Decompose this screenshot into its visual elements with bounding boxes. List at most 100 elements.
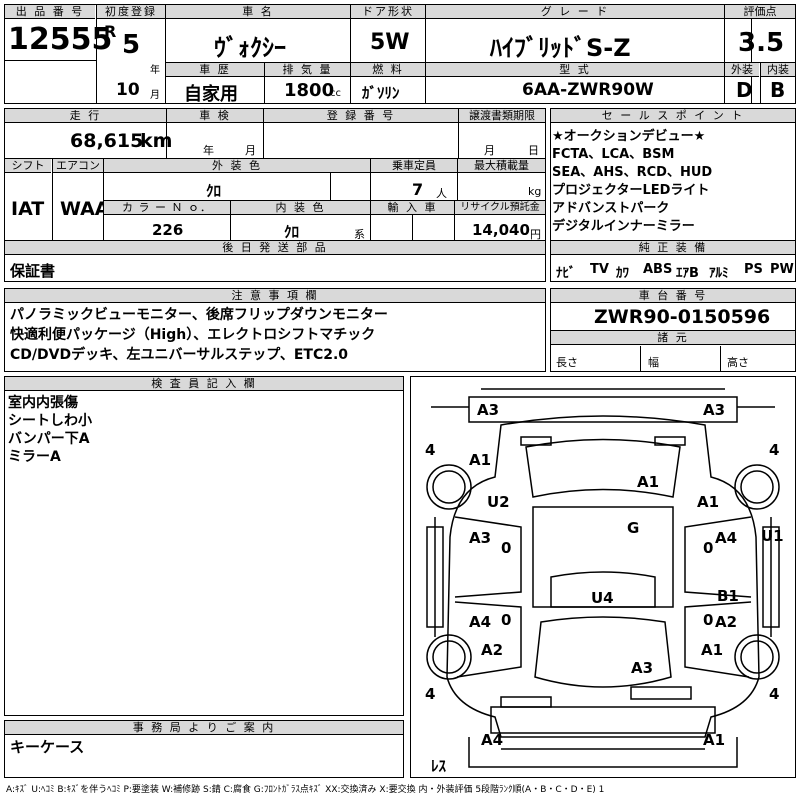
damage-mark: A4 [481, 731, 503, 749]
year-unit: 年 [150, 65, 160, 76]
damage-mark: G [627, 519, 639, 537]
sales-line: FCTA、LCA、BSM [552, 147, 675, 162]
door-type: 5W [370, 30, 410, 55]
damage-mark: U1 [761, 527, 784, 545]
damage-mark: 4 [425, 441, 435, 459]
equip-item: ﾅﾋﾞ [556, 266, 576, 281]
mileage-label: 走 行 [5, 109, 166, 123]
sales-line: ★オークションデビュー★ [552, 129, 706, 144]
chassis-label: 車 台 番 号 [551, 289, 795, 303]
colorno-label: カ ラ ー Ｎ ｏ． [104, 201, 230, 215]
import-label: 輸 入 車 [371, 201, 454, 215]
equip-item: PS [744, 262, 763, 277]
damage-mark: A2 [481, 641, 503, 659]
damage-mark: A1 [703, 731, 725, 749]
notes-line: 快適利便パッケージ（High）、エレクトロシフトマチック [10, 327, 376, 343]
equip-item: ｶﾜ [616, 266, 629, 281]
ac: WAA [60, 198, 110, 220]
sales-block [550, 108, 796, 282]
damage-mark: A1 [701, 641, 723, 659]
ext-grade-label: 外装 [725, 63, 759, 77]
mileage: 68,615 [70, 130, 144, 152]
recycle-label: リサイクル預託金 [455, 201, 545, 215]
lot-number: 12555 [8, 22, 113, 57]
inspector-block [4, 376, 404, 716]
damage-mark: A4 [715, 529, 737, 547]
later-parts-label: 後 日 発 送 部 品 [5, 241, 545, 255]
damage-mark: A3 [477, 401, 499, 419]
width-label: 幅 [648, 356, 659, 369]
displacement: 1800 [284, 80, 335, 101]
recycle-deposit: 14,040 [472, 221, 530, 239]
notes-line: CD/DVDデッキ、左ユニバーサルステップ、ETC2.0 [10, 347, 349, 363]
detail-block [4, 108, 546, 282]
office-label: 事 務 局 よ り ご 案 内 [5, 721, 403, 735]
damage-mark: A1 [697, 493, 719, 511]
int-grade: B [770, 78, 786, 102]
car-outline: 0 0 0 0 A3 A3 4 4 A1 A1 U2 A1 G A3 A4 U1… [425, 388, 784, 775]
svg-text:0: 0 [501, 539, 511, 557]
damage-mark: A4 [469, 613, 491, 631]
disp-unit: cc [330, 88, 341, 99]
transfer-label: 譲渡書類期限 [459, 109, 545, 123]
first-reg-label: 初度登録 [97, 5, 165, 19]
sales-label: セ ー ル ス ポ イ ン ト [551, 109, 795, 123]
chassis-number: ZWR90-0150596 [594, 306, 771, 328]
inspector-line: 室内内張傷 [8, 395, 78, 411]
ext-grade: D [736, 78, 753, 102]
office-block [4, 720, 404, 778]
era: R [104, 22, 117, 41]
transfer-month: 月 [484, 144, 495, 157]
sales-line: SEA、AHS、RCD、HUD [552, 165, 713, 180]
equip-item: ABS [643, 262, 673, 277]
damage-mark: 4 [769, 685, 779, 703]
equip-item: PW [770, 262, 794, 277]
equip-item: ｴｱB [676, 266, 699, 281]
recycle-unit: 円 [530, 228, 541, 241]
color-label: 外 装 色 [104, 159, 370, 173]
sales-line: プロジェクターLEDライト [552, 183, 710, 198]
svg-text:0: 0 [703, 539, 713, 557]
sales-line: アドバンストパーク [552, 201, 670, 216]
dims-label: 諸 元 [551, 331, 795, 345]
office-line: キーケース [10, 738, 85, 756]
svg-text:0: 0 [703, 611, 713, 629]
damage-mark: U2 [487, 493, 510, 511]
load-unit: kg [528, 185, 542, 198]
legend: A:ｷｽﾞ U:ﾍｺﾐ B:ｷｽﾞを伴うﾍｺﾐ P:要塗装 W:補修跡 S:錆 … [6, 785, 605, 795]
reg-month: 10 [116, 80, 140, 100]
damage-mark: A3 [469, 529, 491, 547]
height-label: 高さ [727, 356, 749, 369]
shift-label: シフト [5, 159, 51, 173]
model-label: 型 式 [426, 63, 724, 77]
color-number: 226 [152, 221, 184, 239]
shaken-label: 車 検 [167, 109, 263, 123]
seats-label: 乗車定員 [371, 159, 457, 173]
damage-diagram: 0 0 0 0 A3 A3 4 4 A1 A1 U2 A1 G A3 A4 U1… [410, 376, 796, 778]
header-block [4, 4, 752, 104]
rest-label: ﾚｽ [431, 757, 447, 775]
damage-mark: A3 [703, 401, 725, 419]
month-unit: 月 [150, 90, 160, 101]
car-name: ｳﾞｫｸｼｰ [214, 34, 286, 62]
damage-mark: A1 [469, 451, 491, 469]
damage-mark: A3 [631, 659, 653, 677]
inspector-line: バンパー下A [8, 431, 90, 447]
fuel-label: 燃 料 [351, 63, 425, 77]
inspector-label: 検 査 員 記 入 欄 [5, 377, 403, 391]
grade: ﾊｲﾌﾞﾘｯﾄﾞS-Z [490, 34, 631, 62]
equip-item: TV [590, 262, 609, 277]
damage-mark: 4 [769, 441, 779, 459]
later-parts: 保証書 [10, 262, 56, 280]
int-color: ｸﾛ [284, 223, 300, 241]
history: 自家用 [184, 84, 238, 105]
svg-text:0: 0 [501, 611, 511, 629]
fuel: ｶﾞｿﾘﾝ [362, 84, 400, 102]
damage-mark: B1 [717, 587, 739, 605]
lot-label: 出 品 番 号 [5, 5, 95, 19]
reg-year: 5 [122, 30, 141, 60]
damage-mark: 4 [425, 685, 435, 703]
score-label: 評価点 [725, 5, 795, 19]
load-label: 最大積載量 [458, 159, 545, 173]
equip-item: ｱﾙﾐ [709, 266, 729, 281]
